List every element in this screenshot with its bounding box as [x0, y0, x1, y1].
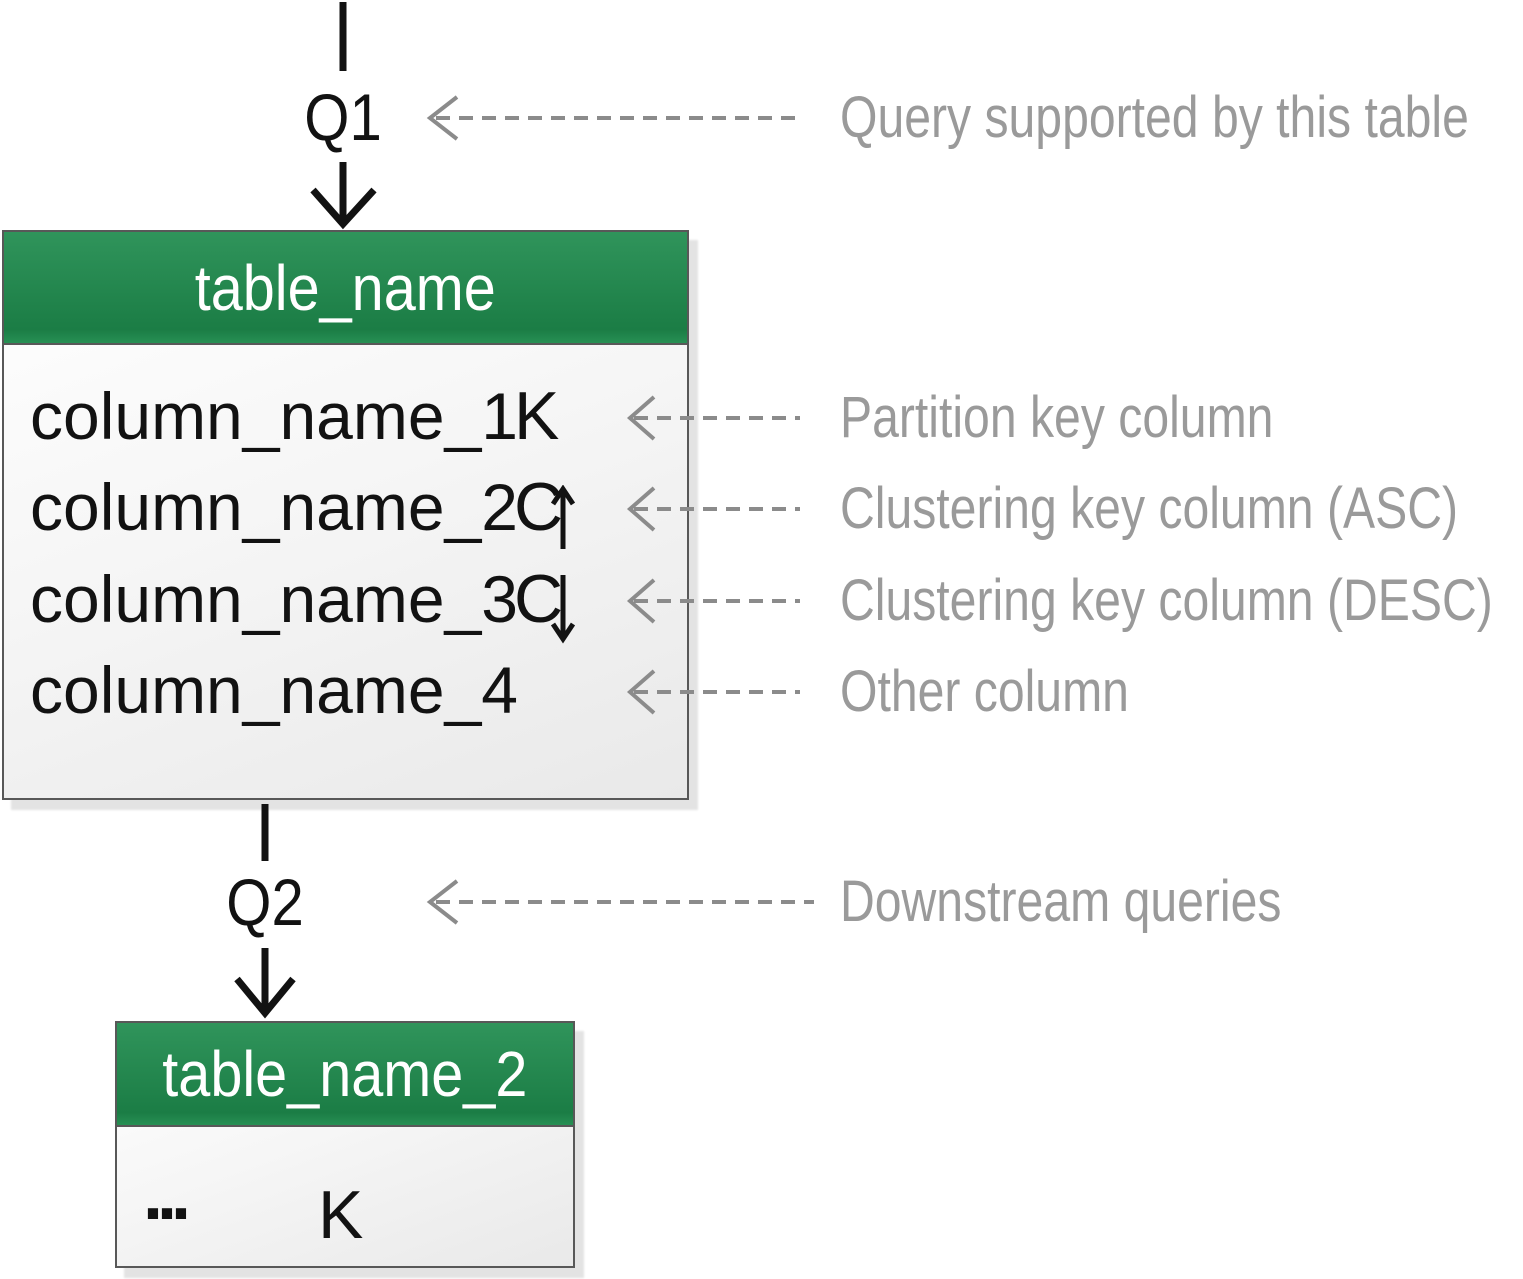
table-row: ... K [143, 1159, 565, 1253]
annotation-other-column: Other column [840, 659, 1129, 724]
annotation-partition-key: Partition key column [840, 385, 1274, 450]
ellipsis-columns: ... [143, 1155, 191, 1235]
q1-arrowhead-icon [310, 187, 377, 230]
query-label-q1: Q1 [304, 80, 382, 154]
table-2-header: table_name_2 [117, 1023, 573, 1127]
table-1-title: table_name [194, 251, 497, 324]
table-1-header: table_name [4, 232, 687, 345]
dashed-annotation-arrow-q2 [426, 879, 814, 925]
partition-key-badge: K [514, 378, 560, 454]
table-row: column_name_3 C [30, 561, 679, 637]
clustering-key-badge: C [514, 469, 564, 545]
annotation-clustering-desc: Clustering key column (DESC) [840, 568, 1493, 633]
table-row: column_name_2 C [30, 469, 679, 545]
column-name: column_name_4 [30, 653, 518, 727]
left-chevron-icon [426, 95, 459, 141]
annotation-clustering-asc: Clustering key column (ASC) [840, 476, 1458, 541]
column-name: column_name_3 [30, 562, 518, 636]
query-label-q2: Q2 [226, 865, 304, 939]
column-name: column_name_1 [30, 379, 518, 453]
annotation-downstream: Downstream queries [840, 869, 1282, 934]
column-name: column_name_2 [30, 470, 518, 544]
q2-arrowhead-icon [234, 976, 296, 1019]
left-chevron-icon [426, 879, 459, 925]
table-1: table_name column_name_1 K column_name_2… [2, 230, 689, 800]
annotation-query-supported: Query supported by this table [840, 85, 1469, 150]
dashed-annotation-arrow-q1 [426, 95, 801, 141]
clustering-key-badge: C [514, 561, 564, 637]
table-row: column_name_4 [30, 657, 679, 723]
table-2-title: table_name_2 [162, 1038, 528, 1110]
descending-arrow-icon [550, 575, 576, 644]
table-row: column_name_1 K [30, 378, 679, 454]
ascending-arrow-icon [550, 485, 576, 549]
table-2: table_name_2 ... K [115, 1021, 575, 1268]
partition-key-badge: K [318, 1177, 364, 1253]
